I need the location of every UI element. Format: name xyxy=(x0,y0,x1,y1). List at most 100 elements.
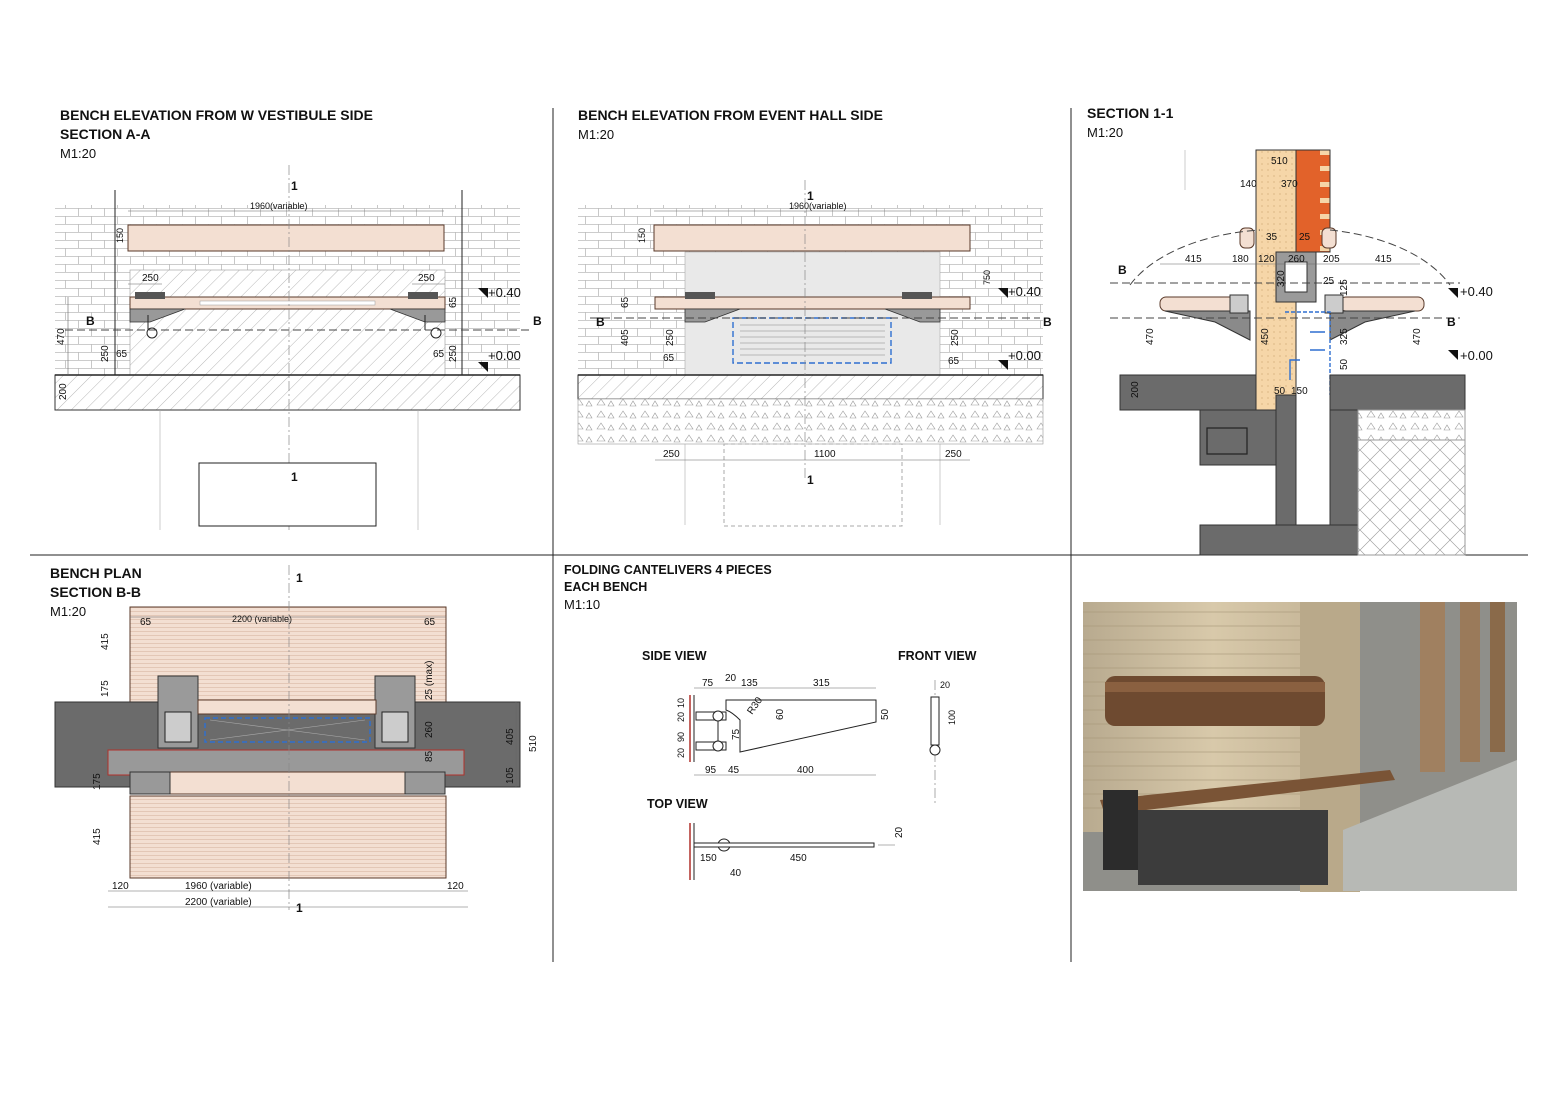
dim-bottom-1100: 1100 xyxy=(814,449,836,460)
dim-320: 320 xyxy=(1276,270,1287,287)
label-front-view: FRONT VIEW xyxy=(898,649,977,663)
dim-top-40: 40 xyxy=(730,868,742,879)
dim-450: 450 xyxy=(1260,328,1271,345)
dim-65b: 65 xyxy=(663,353,675,364)
label-side-view: SIDE VIEW xyxy=(642,649,707,663)
level-000: +0.00 xyxy=(1460,348,1493,363)
dim-135: 135 xyxy=(741,678,758,689)
dim-260: 260 xyxy=(424,721,435,738)
panel-title: FOLDING CANTELIVERS 4 PIECES xyxy=(564,563,772,577)
dim-125: 125 xyxy=(1339,279,1350,296)
dim-325: 325 xyxy=(1339,328,1350,345)
panel-scale: M1:20 xyxy=(60,146,96,161)
dim-510: 510 xyxy=(1271,156,1288,167)
cut-mark-b-right: B xyxy=(533,314,542,328)
dim-bottom-250-left: 250 xyxy=(663,449,680,460)
dim-top-width: 2200 (variable) xyxy=(232,614,292,624)
dim-top-width: 1960(variable) xyxy=(250,201,308,211)
dim-left-250: 250 xyxy=(142,273,159,284)
backrest xyxy=(127,224,445,252)
panel-subtitle: SECTION A-A xyxy=(60,126,150,142)
dim-150: 150 xyxy=(1291,386,1308,397)
dim-top-450: 450 xyxy=(790,853,807,864)
dim-250-right: 250 xyxy=(448,345,459,362)
cut-mark-b-left: B xyxy=(596,315,605,329)
dim-35: 35 xyxy=(1266,232,1278,243)
dim-250-right: 250 xyxy=(950,329,961,346)
dim-65: 65 xyxy=(620,296,631,308)
dim-20c: 20 xyxy=(676,748,686,758)
level-plus-040: +0.40 xyxy=(1460,284,1493,299)
dim-180: 180 xyxy=(1232,254,1249,265)
floor-slab xyxy=(54,374,521,411)
panel-scale: M1:10 xyxy=(564,597,600,612)
dim-205: 205 xyxy=(1323,254,1340,265)
bench-void xyxy=(129,269,446,376)
panel-title: SECTION 1-1 xyxy=(1087,105,1174,121)
cut-mark-1-top: 1 xyxy=(296,571,303,585)
dim-415-right: 415 xyxy=(1375,254,1392,265)
cut-mark-b-left: B xyxy=(1118,263,1127,277)
dim-140: 140 xyxy=(1240,179,1257,190)
dim-back-height: 150 xyxy=(115,228,125,243)
dim-250-left: 250 xyxy=(100,345,111,362)
panel-bench-plan: BENCH PLAN SECTION B-B M1:20 2200 (varia… xyxy=(50,565,539,915)
dim-315: 315 xyxy=(813,678,830,689)
cut-mark-b-right: B xyxy=(1447,315,1456,329)
seat-bottom xyxy=(129,795,447,879)
dim-60: 60 xyxy=(775,708,786,720)
dim-1960: 1960 (variable) xyxy=(185,881,252,892)
panel-scale: M1:20 xyxy=(578,127,614,142)
panel-scale: M1:20 xyxy=(1087,125,1123,140)
panel-subtitle: EACH BENCH xyxy=(564,580,647,594)
label-top-view: TOP VIEW xyxy=(647,797,708,811)
cut-mark-b-right: B xyxy=(1043,315,1052,329)
dim-25a: 25 xyxy=(1299,232,1311,243)
dim-470: 470 xyxy=(56,328,67,345)
dim-25-max: 25 (max) xyxy=(424,661,435,700)
level-plus-040: +0.40 xyxy=(1008,284,1041,299)
seat-left xyxy=(1159,296,1237,312)
dim-105: 105 xyxy=(505,767,516,784)
dim-back-height: 150 xyxy=(637,228,647,243)
radiator xyxy=(732,317,892,364)
dim-45: 45 xyxy=(728,765,740,776)
cut-mark-1-top: 1 xyxy=(807,189,814,203)
panel-section-1-1: SECTION 1-1 M1:20 510 xyxy=(1087,105,1493,556)
dim-seat-65: 65 xyxy=(448,296,459,308)
dim-floor-200: 200 xyxy=(58,383,69,400)
dim-750: 750 xyxy=(982,270,992,285)
dim-25b: 25 xyxy=(1323,276,1335,287)
dim-65-right: 65 xyxy=(948,356,960,367)
cut-mark-b-left: B xyxy=(86,314,95,328)
dim-front-100: 100 xyxy=(947,710,957,725)
level-000: +0.00 xyxy=(488,348,521,363)
dim-415-bottom: 415 xyxy=(92,828,103,845)
dim-top-width: 1960(variable) xyxy=(789,201,847,211)
dim-20b: 20 xyxy=(676,712,686,722)
dim-120-right: 120 xyxy=(447,881,464,892)
panel-elevation-hall: BENCH ELEVATION FROM EVENT HALL SIDE M1:… xyxy=(577,107,1052,527)
dim-405: 405 xyxy=(505,728,516,745)
dim-400: 400 xyxy=(797,765,814,776)
dim-20: 20 xyxy=(725,673,737,684)
dim-65-right: 65 xyxy=(433,349,445,360)
panel-title: BENCH ELEVATION FROM EVENT HALL SIDE xyxy=(578,107,883,123)
backrest xyxy=(653,224,971,252)
dim-right-250: 250 xyxy=(418,273,435,284)
dim-10: 10 xyxy=(676,698,686,708)
dim-95: 95 xyxy=(705,765,717,776)
panel-folding-cantilevers: FOLDING CANTELIVERS 4 PIECES EACH BENCH … xyxy=(564,563,977,880)
level-plus-040: +0.40 xyxy=(488,285,521,300)
dim-front-20: 20 xyxy=(940,680,950,690)
panel-subtitle: SECTION B-B xyxy=(50,584,141,600)
dim-120: 120 xyxy=(1258,254,1275,265)
dim-175-bottom: 175 xyxy=(92,773,103,790)
dim-75v: 75 xyxy=(731,728,742,740)
dim-65-left: 65 xyxy=(116,349,128,360)
cut-mark-1-top: 1 xyxy=(291,179,298,193)
dim-90: 90 xyxy=(676,732,686,742)
dim-175-top: 175 xyxy=(100,680,111,697)
cut-mark-1-bottom: 1 xyxy=(291,470,298,484)
